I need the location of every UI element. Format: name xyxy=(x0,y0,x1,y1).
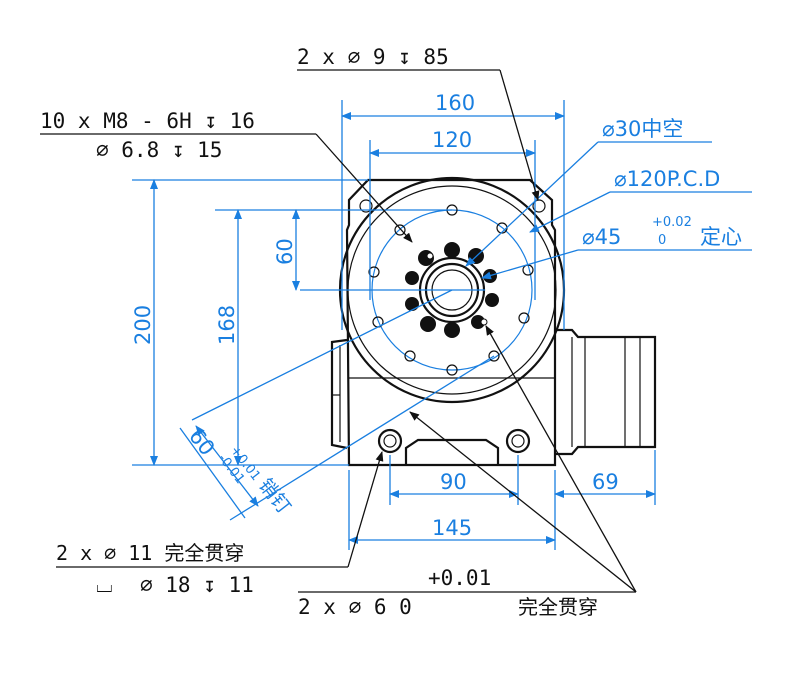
callout-top-holes: 2 x ⌀ 9 ↧ 85 xyxy=(297,45,449,69)
bore-suffix: 定心 xyxy=(700,225,742,249)
callout-tapped-1: 10 x M8 - 6H ↧ 16 xyxy=(40,109,255,133)
hollow-label: ⌀30中空 xyxy=(602,117,683,141)
pcd-label: ⌀120P.C.D xyxy=(614,167,720,191)
dim-69: 69 xyxy=(592,470,619,494)
callout-pin-main: 2 x ⌀ 6 0 xyxy=(298,595,412,619)
callout-through-1: 2 x ⌀ 11 完全贯穿 xyxy=(56,541,244,565)
callout-tapped-2: ⌀ 6.8 ↧ 15 xyxy=(96,138,222,162)
bore-tol-lower: 0 xyxy=(658,233,666,248)
bore-tol-upper: +0.02 xyxy=(652,215,692,230)
pin-label: 销钉 xyxy=(254,475,295,519)
callout-through-2: ⌀ 18 ↧ 11 xyxy=(140,573,254,597)
dim-200: 200 xyxy=(131,305,155,345)
corner-holes xyxy=(359,199,546,454)
tapped-holes xyxy=(368,204,534,376)
callout-pin-suffix: 完全贯穿 xyxy=(518,595,598,619)
bore-label: ⌀45 xyxy=(582,225,621,249)
callouts: 2 x ⌀ 9 ↧ 85 10 x M8 - 6H ↧ 16 ⌀ 6.8 ↧ 1… xyxy=(40,45,637,619)
dim-160: 160 xyxy=(435,91,475,115)
housing-body xyxy=(330,178,657,467)
dim-60: 60 xyxy=(273,238,297,265)
dim-168: 168 xyxy=(215,305,239,345)
counterbore-symbol: ⌴ xyxy=(96,573,113,597)
inner-hole-ring xyxy=(405,242,499,338)
callout-pin-tol: +0.01 xyxy=(428,566,491,590)
dim-90: 90 xyxy=(440,470,467,494)
dim-diag-60: 60 xyxy=(184,424,219,460)
dim-145: 145 xyxy=(432,516,472,540)
dim-120: 120 xyxy=(432,128,472,152)
rotary-table xyxy=(300,176,566,404)
